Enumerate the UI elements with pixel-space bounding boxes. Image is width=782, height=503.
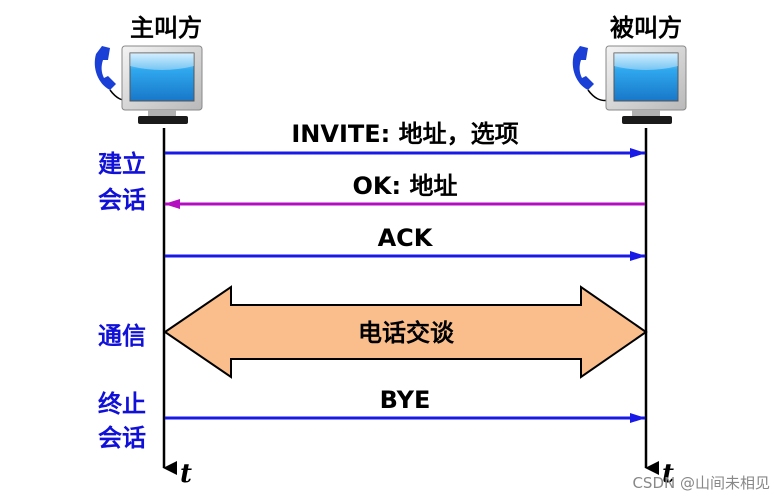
callee-computer-icon [572,45,687,124]
time-label-right: t [662,459,674,489]
phase-establish-line1: 建立 [98,150,146,178]
ok-label: OK: 地址 [353,172,458,200]
caller-label: 主叫方 [130,14,202,42]
phase-establish-line2: 会话 [98,186,146,214]
ack-label: ACK [378,224,434,252]
watermark: CSDN @山间未相见 [632,474,770,492]
phase-terminate-line1: 终止 [98,390,146,418]
phase-communicate: 通信 [98,322,146,350]
conversation-double-arrow [163,285,648,379]
bye-label: BYE [380,386,431,414]
time-label-left: t [180,459,192,489]
phase-terminate-line2: 会话 [98,424,146,452]
invite-label: INVITE: 地址，选项 [291,120,518,148]
caller-computer-icon [94,45,203,124]
conversation-label: 电话交谈 [358,319,455,347]
callee-label: 被叫方 [610,14,682,42]
